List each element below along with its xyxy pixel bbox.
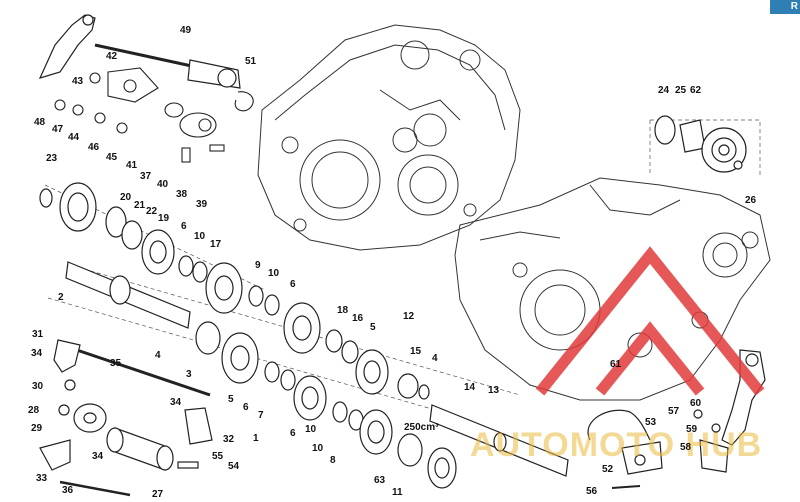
callout-41: 41 xyxy=(126,160,138,171)
gear-train-middle xyxy=(283,302,430,400)
callout-55: 55 xyxy=(212,451,224,462)
kickstart-assembly xyxy=(587,349,766,489)
callout-15: 15 xyxy=(410,346,422,357)
callout-19: 19 xyxy=(158,213,170,224)
callout-23: 23 xyxy=(46,153,58,164)
callout-33: 33 xyxy=(36,473,48,484)
callout-6a: 6 xyxy=(181,221,187,232)
callout-34a: 34 xyxy=(31,348,43,359)
shift-lever xyxy=(38,14,241,89)
callout-49: 49 xyxy=(180,25,192,36)
callout-42: 42 xyxy=(106,51,118,62)
callout-9: 9 xyxy=(255,260,261,271)
callout-34c: 34 xyxy=(92,451,104,462)
callout-47: 47 xyxy=(52,124,64,135)
callout-60: 60 xyxy=(690,398,702,409)
callout-59: 59 xyxy=(686,424,698,435)
main-shaft xyxy=(65,261,221,355)
callout-5b: 5 xyxy=(228,394,234,405)
callout-3: 3 xyxy=(186,369,192,380)
callout-52: 52 xyxy=(602,464,614,475)
callout-6b: 6 xyxy=(290,279,296,290)
callout-24: 24 xyxy=(658,85,670,96)
callout-27: 27 xyxy=(152,489,164,500)
gear-train-lower xyxy=(221,332,457,489)
callout-17: 17 xyxy=(210,239,222,250)
callout-1: 1 xyxy=(253,433,259,444)
callout-13: 13 xyxy=(488,385,500,396)
callout-28: 28 xyxy=(28,405,40,416)
callout-38: 38 xyxy=(176,189,188,200)
corner-tab: R xyxy=(770,0,800,14)
callout-63: 63 xyxy=(374,475,386,486)
callout-25: 25 xyxy=(675,85,687,96)
callout-4b: 4 xyxy=(432,353,438,364)
callout-2: 2 xyxy=(58,292,64,303)
callout-8: 8 xyxy=(330,455,336,466)
callout-57: 57 xyxy=(668,406,680,417)
callout-46: 46 xyxy=(88,142,100,153)
callout-44: 44 xyxy=(68,132,80,143)
callout-11: 11 xyxy=(392,487,403,498)
callout-43: 43 xyxy=(72,76,84,87)
callout-6c: 6 xyxy=(243,402,249,413)
callout-56: 56 xyxy=(586,486,598,497)
callout-16: 16 xyxy=(352,313,364,324)
shift-drum-assembly xyxy=(39,339,213,497)
callout-10b: 10 xyxy=(268,268,280,279)
callout-35: 35 xyxy=(110,358,122,369)
callout-14: 14 xyxy=(464,382,476,393)
callout-4a: 4 xyxy=(155,350,161,361)
watermark-logo xyxy=(535,246,765,396)
callout-22: 22 xyxy=(146,206,158,217)
callout-39: 39 xyxy=(196,199,208,210)
callout-36: 36 xyxy=(62,485,74,496)
callout-31: 31 xyxy=(32,329,44,340)
callout-5a: 5 xyxy=(370,322,376,333)
small-parts-upper xyxy=(54,67,254,163)
callout-29: 29 xyxy=(31,423,43,434)
callout-12: 12 xyxy=(403,311,415,322)
callout-7: 7 xyxy=(258,410,264,421)
callout-10c: 10 xyxy=(312,443,324,454)
callout-10a: 10 xyxy=(194,231,206,242)
callout-51: 51 xyxy=(245,56,257,67)
callout-40: 40 xyxy=(157,179,169,190)
callout-58: 58 xyxy=(680,442,692,453)
callout-26: 26 xyxy=(745,195,757,206)
callout-34b: 34 xyxy=(170,397,182,408)
callout-10d: 10 xyxy=(305,424,317,435)
callout-45: 45 xyxy=(106,152,118,163)
callout-37: 37 xyxy=(140,171,152,182)
callout-18: 18 xyxy=(337,305,349,316)
callout-30: 30 xyxy=(32,381,44,392)
gear-train-upper xyxy=(39,182,280,316)
callout-54: 54 xyxy=(228,461,240,472)
callout-21: 21 xyxy=(134,200,146,211)
callout-20: 20 xyxy=(120,192,132,203)
counter-shaft xyxy=(429,404,569,477)
callout-6d: 6 xyxy=(290,428,296,439)
callout-62: 62 xyxy=(690,85,702,96)
callout-61: 61 xyxy=(610,359,622,370)
callout-32: 32 xyxy=(223,434,235,445)
crankcase-left-half xyxy=(257,24,521,251)
callout-53: 53 xyxy=(645,417,657,428)
watermark-text: AUTOMOTO HUB xyxy=(470,426,763,464)
displacement-label: 250cm³ xyxy=(404,422,439,433)
sprocket-assembly xyxy=(654,115,747,173)
callout-48: 48 xyxy=(34,117,46,128)
